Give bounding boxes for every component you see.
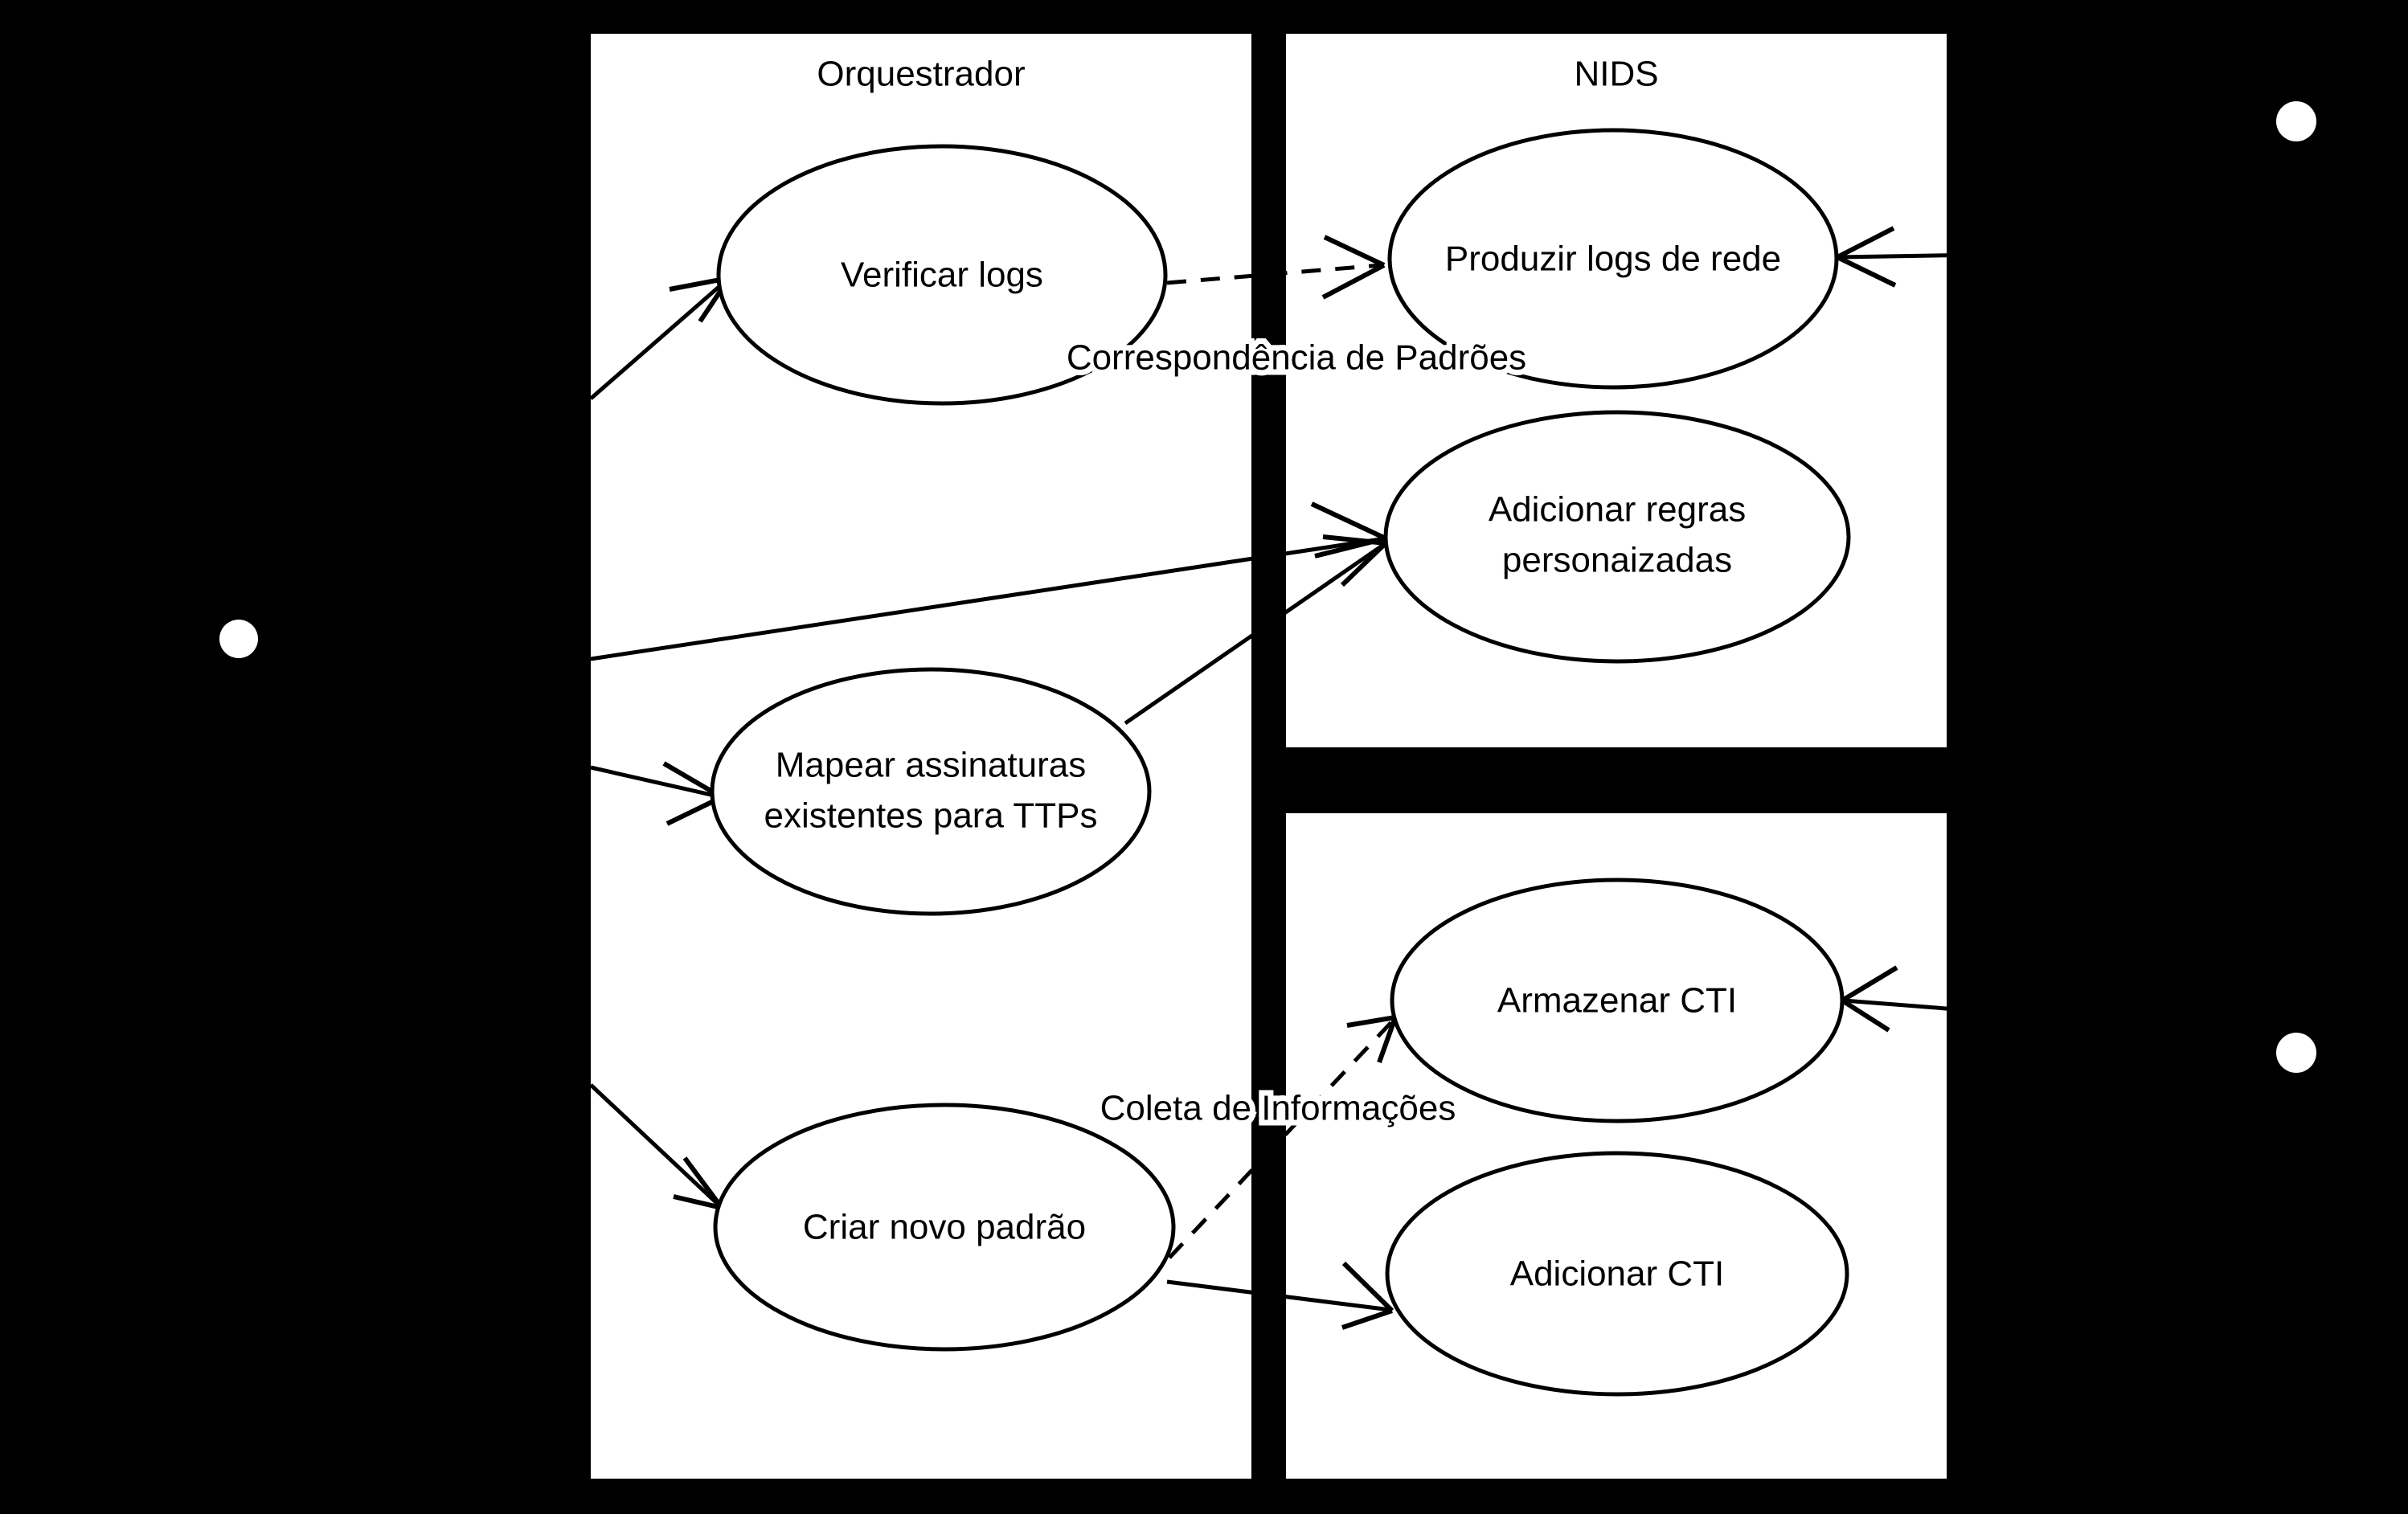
use-case-armazenar-cti-label: Armazenar CTI	[1497, 981, 1737, 1021]
use-case-verificar-logs[interactable]: Verificar logs	[716, 144, 1168, 406]
use-case-adicionar-regras-personaizadas-label-line1: Adicionar regras	[1489, 490, 1746, 530]
actor-left-head-icon[interactable]	[219, 620, 258, 658]
connector-actor-right-to-armazenar-cti	[1841, 965, 2408, 1047]
use-case-produzir-logs-de-rede-ellipse[interactable]	[1387, 128, 1839, 390]
use-case-mapear-assinaturas-label-line2: existentes para TTPs	[764, 796, 1098, 836]
use-case-armazenar-cti-ellipse[interactable]	[1390, 878, 1845, 1123]
connector-criar-padrao-to-armazenar-cti	[1168, 1015, 1398, 1259]
use-case-produzir-logs-de-rede-label: Produzir logs de rede	[1445, 239, 1781, 279]
panel-title-nids: NIDS	[1574, 55, 1658, 94]
use-case-adicionar-regras-personaizadas-label-line2: personaizadas	[1502, 541, 1732, 580]
actor-top-right-head-icon[interactable]	[2276, 101, 2316, 141]
edge-label-coleta-de-informacoes-text: Coleta de Informações	[1100, 1089, 1456, 1128]
use-case-adicionar-cti-ellipse[interactable]	[1385, 1151, 1849, 1397]
use-case-adicionar-regras-personaizadas[interactable]: Adicionar regras personaizadas	[1383, 410, 1851, 664]
use-case-verificar-logs-label: Verificar logs	[841, 256, 1043, 295]
edge-label-coleta-de-informacoes: Coleta de Informações	[1095, 1083, 1462, 1134]
edge-label-correspondencia-de-padroes: Correspondência de Padrões	[1061, 333, 1532, 383]
use-case-adicionar-cti[interactable]: Adicionar CTI	[1385, 1151, 1849, 1397]
panel-title-orquestrador: Orquestrador	[817, 55, 1025, 94]
connector-mapear-to-adicionar-regras	[1124, 534, 1388, 726]
panel-title-tip: TIP	[1589, 763, 1644, 803]
use-case-mapear-assinaturas[interactable]: Mapear assinaturas existentes para TTPs	[710, 667, 1152, 916]
connector-criar-padrao-to-adicionar-cti	[1166, 1261, 1394, 1330]
actor-bottom-right-head-icon[interactable]	[2276, 1033, 2316, 1073]
use-case-adicionar-regras-personaizadas-ellipse[interactable]	[1383, 410, 1851, 664]
use-case-armazenar-cti[interactable]: Armazenar CTI	[1390, 878, 1845, 1123]
use-case-produzir-logs-de-rede[interactable]: Produzir logs de rede	[1387, 128, 1839, 390]
edge-label-correspondencia-de-padroes-text: Correspondência de Padrões	[1067, 338, 1526, 378]
use-case-criar-novo-padrao[interactable]: Criar novo padrão	[713, 1103, 1176, 1352]
connector-actor-to-criar-novo-padrao	[589, 1083, 724, 1210]
use-case-mapear-assinaturas-ellipse[interactable]	[710, 667, 1152, 916]
use-case-verificar-logs-ellipse[interactable]	[716, 144, 1168, 406]
connector-actor-right-to-produzir-logs	[1836, 226, 2408, 288]
use-case-mapear-assinaturas-label-line1: Mapear assinaturas	[776, 746, 1086, 785]
use-case-criar-novo-padrao-ellipse[interactable]	[713, 1103, 1176, 1352]
use-case-criar-novo-padrao-label: Criar novo padrão	[803, 1208, 1086, 1247]
connector-verificar-logs-to-produzir-logs	[1166, 235, 1386, 300]
use-case-adicionar-cti-label: Adicionar CTI	[1510, 1254, 1725, 1294]
